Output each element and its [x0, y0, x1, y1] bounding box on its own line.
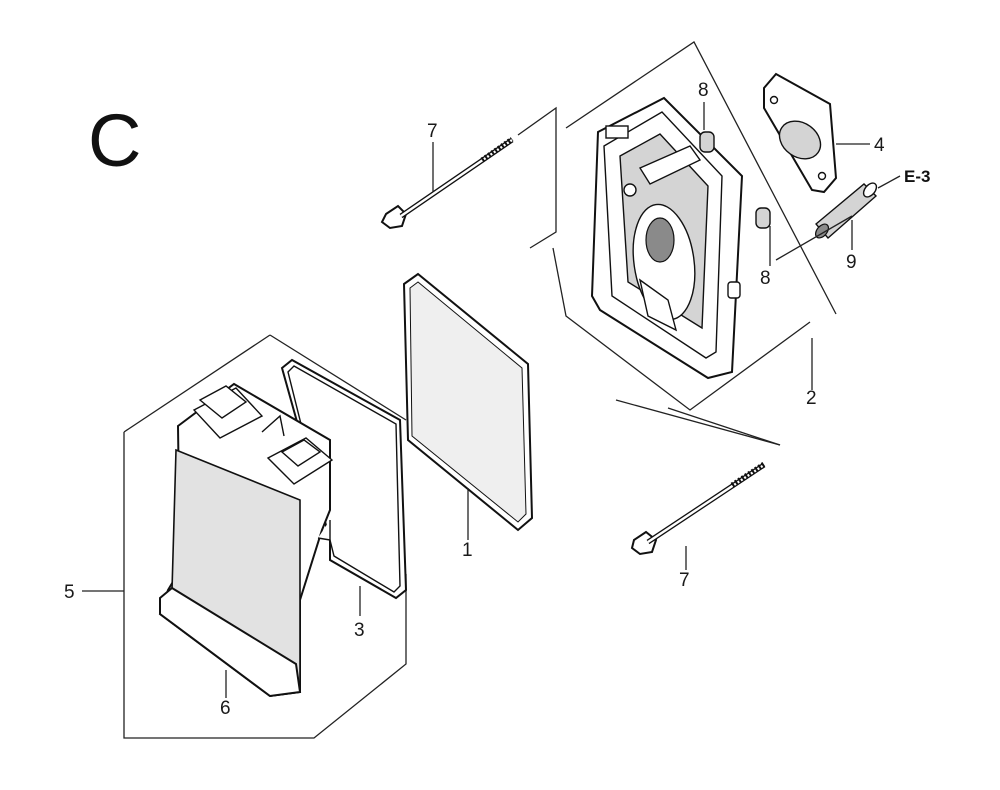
breather-tube-part	[814, 182, 878, 239]
callout-cover-assembly: 5	[64, 582, 75, 603]
callout-air-cleaner-case: 2	[806, 388, 817, 409]
cross-reference-label: E-3	[904, 167, 930, 186]
air-cleaner-case-part	[590, 96, 744, 380]
callout-gasket: 4	[874, 135, 885, 156]
leader-lines	[82, 102, 901, 698]
cover-assembly-bracket	[123, 334, 407, 739]
callout-cover: 6	[220, 698, 231, 719]
air-cleaner-cover-part	[158, 382, 334, 698]
callout-collar-lower: 8	[760, 268, 771, 289]
bolt-lower-part	[630, 461, 766, 556]
case-assembly-bracket	[552, 41, 837, 411]
air-filter-element-part	[402, 272, 534, 532]
callout-bolt-upper: 7	[427, 121, 438, 142]
callout-collar-upper: 8	[698, 80, 709, 101]
gasket-part	[763, 72, 838, 194]
callout-air-filter-element: 1	[462, 540, 473, 561]
callout-case-packing: 3	[354, 620, 365, 641]
collar-lower-part	[755, 207, 771, 229]
collar-upper-part	[699, 131, 715, 153]
bolt-guide-lines	[517, 106, 781, 446]
bolt-upper-part	[380, 136, 514, 230]
section-letter: C	[88, 99, 141, 182]
callout-breather-tube: 9	[846, 252, 857, 273]
callout-bolt-lower: 7	[679, 570, 690, 591]
case-packing-part	[280, 358, 408, 600]
